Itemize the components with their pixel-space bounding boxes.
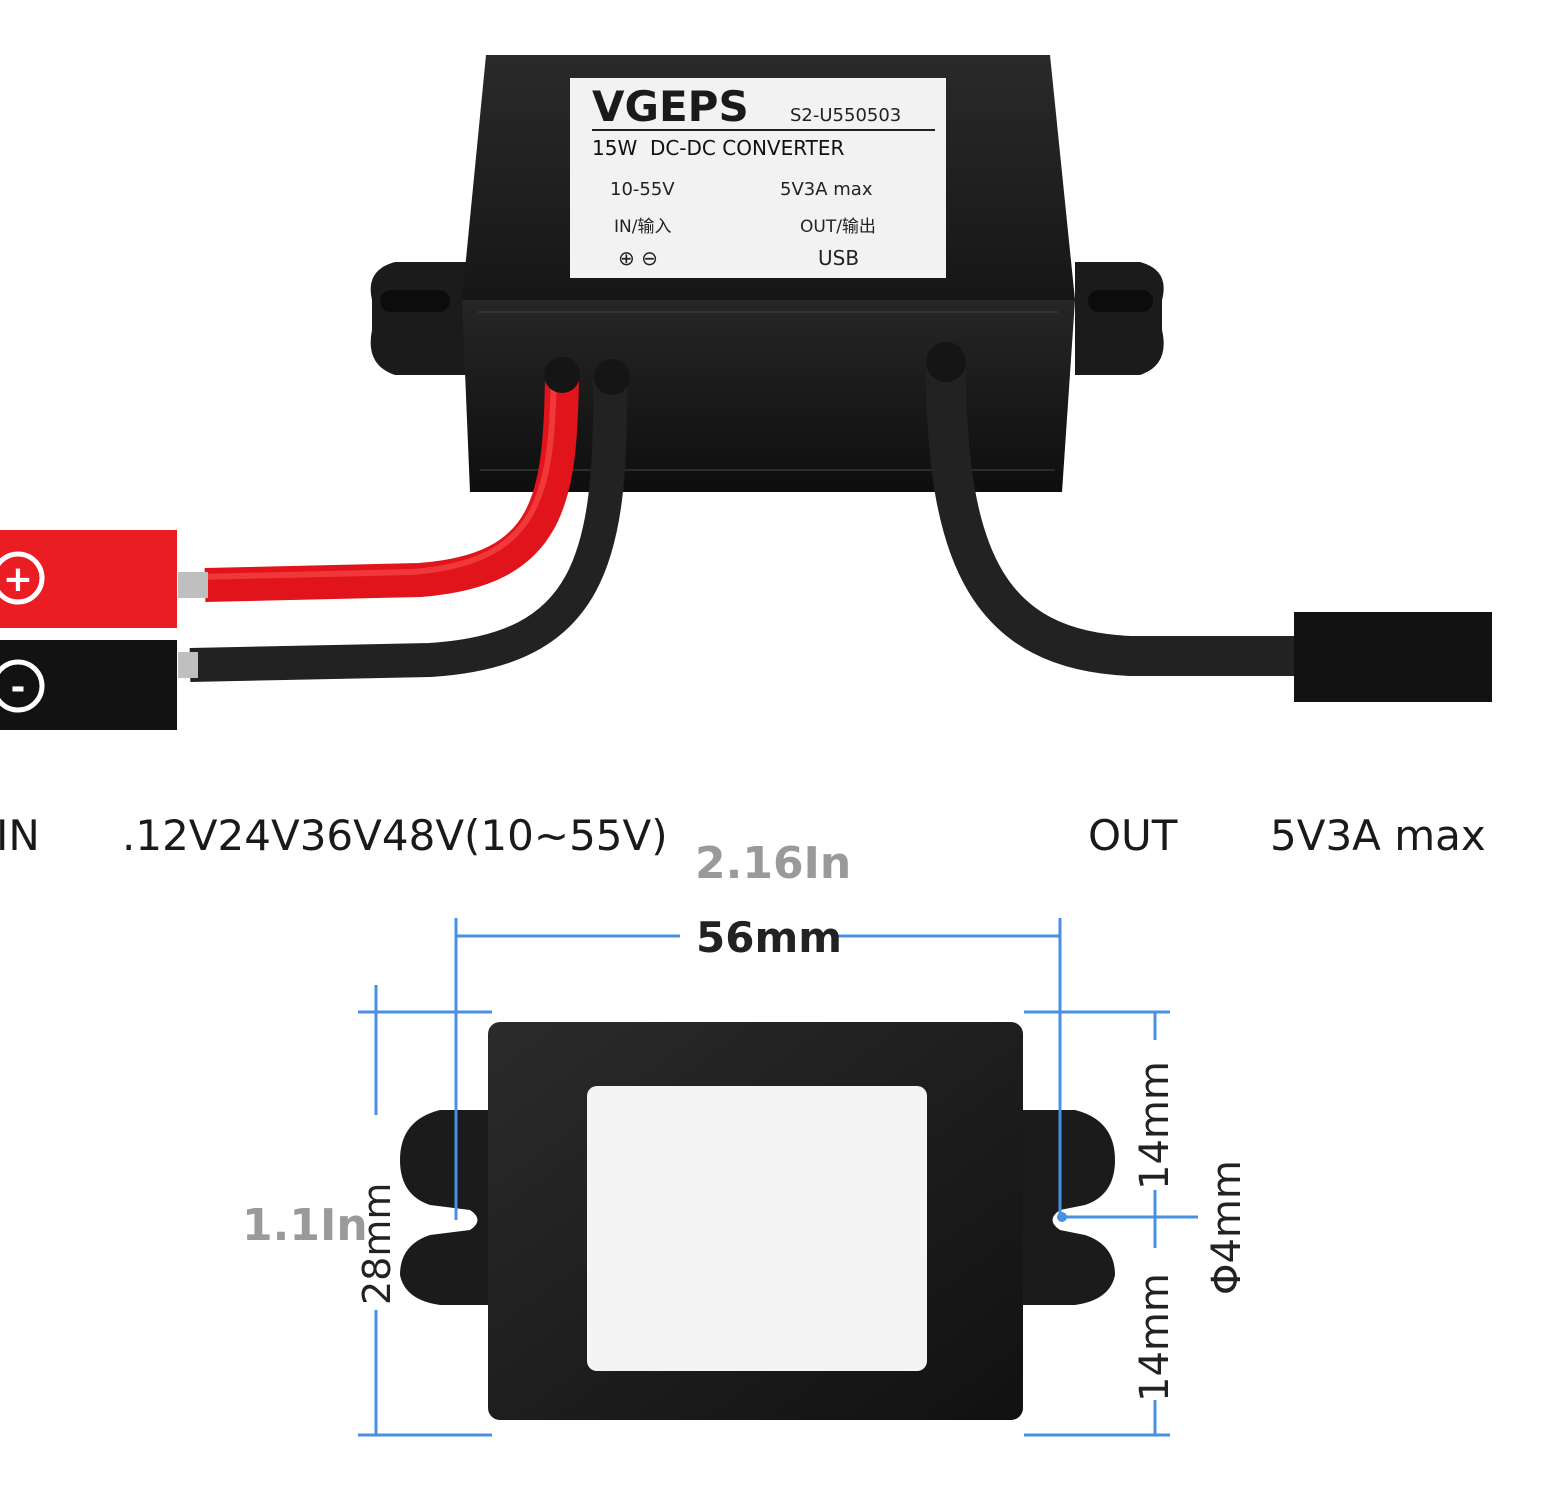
label-input-caption: IN/输入 xyxy=(614,217,671,237)
upper-half-mm-label: 14mm xyxy=(1132,1061,1178,1190)
label-polarity-symbols: ⊕ ⊖ xyxy=(618,246,658,270)
converter-top-view xyxy=(400,1022,1115,1420)
black-wire-stripped-end xyxy=(178,652,198,678)
usb-output-connector xyxy=(1294,612,1492,702)
height-mm-label: 28mm xyxy=(355,1183,399,1305)
black-wire-grommet xyxy=(594,359,630,395)
hole-diameter-label: Φ4mm xyxy=(1204,1160,1250,1295)
label-output-caption: OUT/输出 xyxy=(800,217,876,237)
label-output-type: USB xyxy=(818,246,859,270)
black-output-wire xyxy=(926,364,1300,676)
left-flange-slot xyxy=(380,290,450,312)
positive-terminal-block xyxy=(0,530,177,628)
red-wire-stripped-end xyxy=(178,572,208,598)
lower-half-mm-label: 14mm xyxy=(1132,1273,1178,1402)
caption-in: IN xyxy=(0,811,40,860)
product-label xyxy=(570,78,946,278)
negative-terminal-block xyxy=(0,640,177,730)
label-title: 15W DC-DC CONVERTER xyxy=(592,136,845,160)
red-input-wire xyxy=(204,377,579,602)
height-inches-label: 1.1In xyxy=(242,1200,368,1251)
output-wire-grommet xyxy=(926,342,966,382)
right-mounting-flange xyxy=(1075,262,1164,375)
black-input-wire xyxy=(189,377,628,682)
minus-symbol: - xyxy=(11,667,26,708)
right-flange-slot xyxy=(1088,290,1153,312)
caption-input-voltage: .12V24V36V48V(10~55V) xyxy=(122,811,668,860)
plus-symbol-circle xyxy=(0,551,45,605)
label-brand: VGEPS xyxy=(592,82,749,131)
converter-3d-view: VGEPS S2-U550503 15W DC-DC CONVERTER 10-… xyxy=(0,55,1492,730)
caption-out: OUT xyxy=(1088,811,1178,860)
right-flange-top-view xyxy=(1020,1110,1115,1305)
width-inches-label: 2.16In xyxy=(695,838,851,889)
left-flange-top-view xyxy=(400,1110,495,1305)
label-area-top-view xyxy=(587,1086,927,1371)
left-mounting-flange xyxy=(370,262,468,375)
width-mm-label: 56mm xyxy=(696,913,842,962)
red-wire-grommet xyxy=(544,357,580,393)
plus-symbol: + xyxy=(3,559,33,600)
label-output-rating: 5V3A max xyxy=(780,179,873,200)
minus-symbol-circle xyxy=(0,659,45,713)
dimension-lines xyxy=(358,918,1198,1437)
label-model: S2-U550503 xyxy=(790,105,901,126)
label-input-range: 10-55V xyxy=(610,179,675,200)
mounting-hole-marker xyxy=(1057,1212,1067,1222)
caption-output-rating: 5V3A max xyxy=(1270,811,1486,860)
